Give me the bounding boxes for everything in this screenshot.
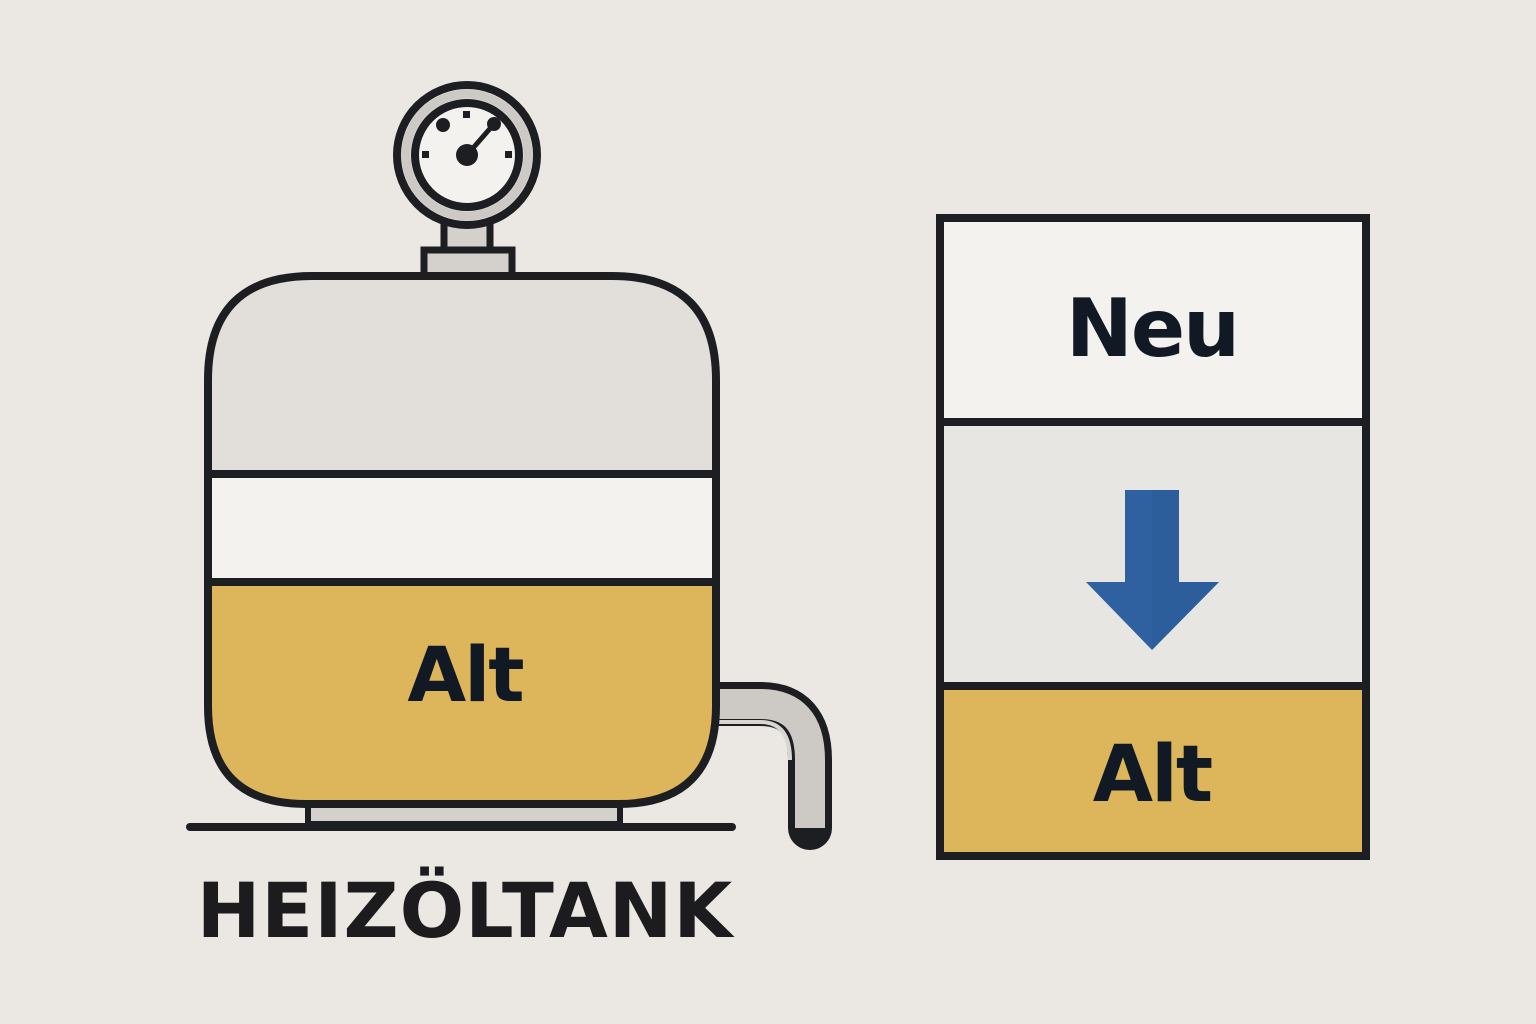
layer-box bbox=[936, 214, 1370, 860]
box-new-label: Neu bbox=[1065, 282, 1240, 375]
pressure-gauge-icon bbox=[393, 81, 541, 280]
arrow-down-icon bbox=[1086, 490, 1219, 650]
tank-layer-old-oil bbox=[208, 582, 716, 804]
box-old-label: Alt bbox=[1092, 730, 1213, 820]
tank-layer-middle bbox=[208, 474, 716, 582]
tank-old-oil-label: Alt bbox=[407, 630, 524, 719]
tank-body bbox=[204, 272, 720, 808]
box-section-new bbox=[940, 218, 1366, 422]
tank-layer-empty bbox=[208, 276, 716, 474]
outlet-pipe-icon bbox=[692, 682, 832, 850]
tank-title: HEIZÖLTANK bbox=[196, 866, 734, 955]
box-section-old bbox=[940, 686, 1366, 856]
